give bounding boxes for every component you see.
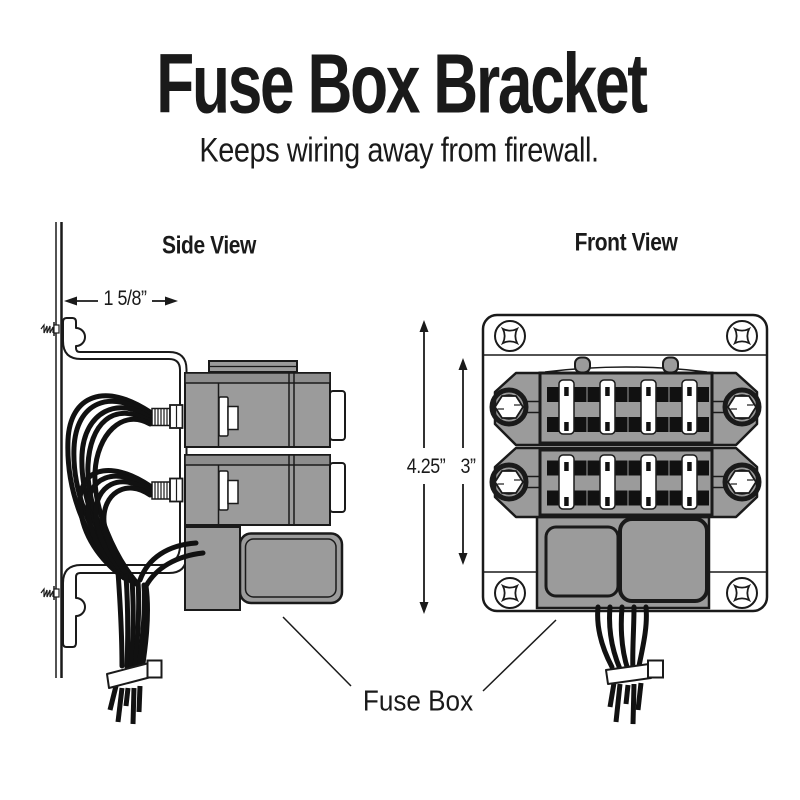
hex-bolt-icon [722,462,762,502]
cable-tie-icon [605,659,664,685]
fuse-box-side [151,360,346,611]
mount-tab [574,356,591,374]
fuses [558,379,698,435]
side-view-diagram [40,222,346,725]
hex-bolt-icon [722,387,762,427]
cable-tie-icon [106,659,163,689]
page-subtitle: Keeps wiring away from firewall. [199,131,599,170]
mount-tab [662,356,679,374]
callout-line-left [282,616,352,687]
dimension-label-plate-height: 4.25” [406,455,446,478]
side-view-heading: Side View [162,231,256,260]
mounting-screw-icon [40,322,60,336]
hex-bolt-icon [489,387,529,427]
wire-harness-front [595,604,664,725]
hex-bolt-icon [489,462,529,502]
relay-block [544,525,620,598]
fuse-contacts [547,460,709,506]
phillips-screw-icon [494,320,526,352]
firewall-wall [55,222,63,678]
dimension-arrow-fusebox-height [458,358,468,565]
dimension-arrow-bracket-depth [64,296,178,306]
page-title: Fuse Box Bracket [156,36,648,131]
fuse-row [489,371,762,447]
phillips-screw-icon [726,577,758,609]
fuse-contacts [547,387,709,432]
mounting-screw-icon [40,586,60,600]
spade-tab [329,390,346,441]
relay-block [618,517,709,603]
spade-tab [329,462,346,513]
fuse-box-callout-label: Fuse Box [362,685,474,718]
terminal-stud [151,404,184,429]
dimension-label-fusebox-height: 3” [460,455,476,478]
phillips-screw-icon [726,320,758,352]
fuses [558,454,698,510]
terminal-stud [151,477,184,503]
phillips-screw-icon [494,577,526,609]
callout-line-right [482,619,557,692]
wire-harness-side [65,393,206,725]
front-view-diagram [419,313,769,725]
front-view-heading: Front View [574,228,678,257]
dimension-arrow-plate-height [419,320,429,614]
relay-block-side [238,532,344,605]
fuse-row [489,446,762,519]
dimension-label-bracket-depth: 1 5/8” [103,287,147,310]
